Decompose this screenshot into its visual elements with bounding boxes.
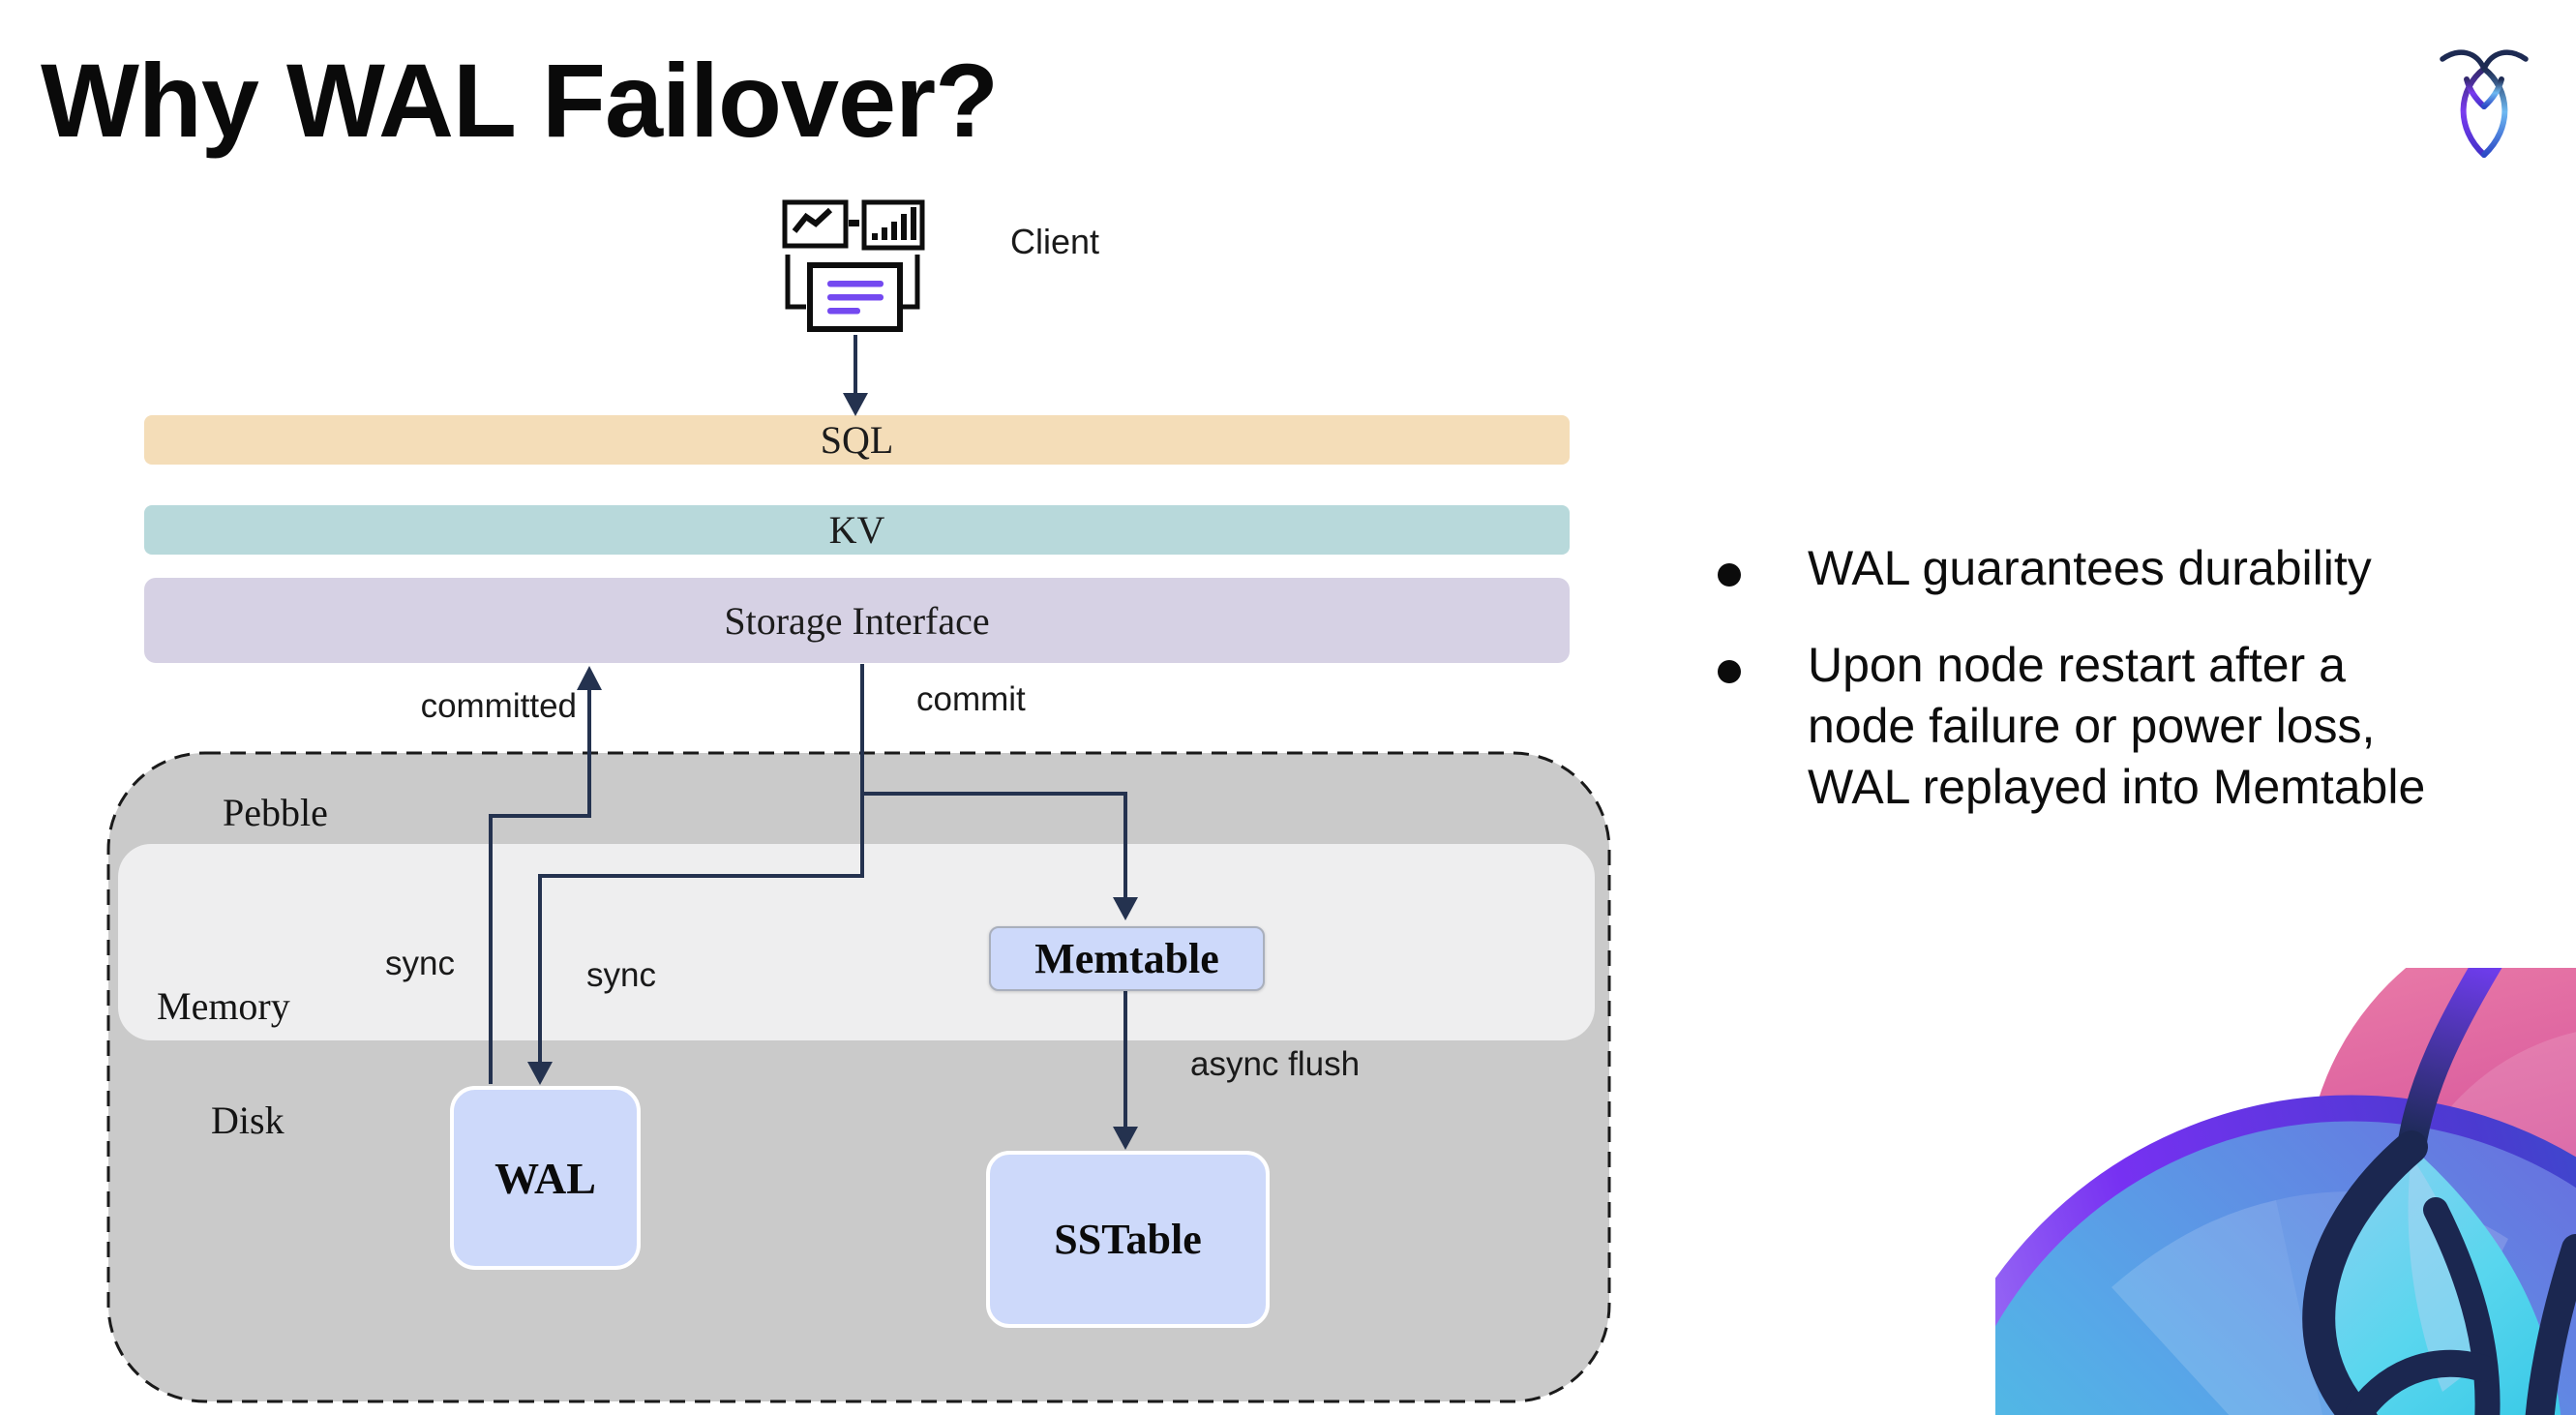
sstable-node: SSTable xyxy=(986,1151,1270,1328)
page-title: Why WAL Failover? xyxy=(41,42,999,159)
bullet-dot-icon xyxy=(1718,563,1741,587)
layer-storage-label: Storage Interface xyxy=(724,598,990,643)
sync-right-label: sync xyxy=(586,956,656,994)
memory-label: Memory xyxy=(157,984,290,1028)
bullet-item: Upon node restart after a node failure o… xyxy=(1718,635,2492,818)
committed-label: committed xyxy=(420,687,577,725)
sql-document-icon xyxy=(807,262,903,332)
layer-sql: SQL xyxy=(144,415,1570,465)
bullet-dot-icon xyxy=(1718,660,1741,683)
sstable-label: SSTable xyxy=(1054,1216,1202,1263)
async-flush-label: async flush xyxy=(1190,1045,1361,1083)
brand-decoration xyxy=(1995,968,2576,1415)
wal-label: WAL xyxy=(494,1153,596,1203)
dash-icon xyxy=(849,220,859,226)
cockroachdb-logo-icon xyxy=(2440,49,2529,158)
layer-kv: KV xyxy=(144,505,1570,555)
line-chart-icon xyxy=(782,199,849,249)
pebble-label: Pebble xyxy=(223,791,328,834)
layer-storage-interface: Storage Interface xyxy=(144,578,1570,663)
layer-sql-label: SQL xyxy=(820,418,894,462)
terminal-brackets-icon xyxy=(785,255,920,310)
arrowhead-down-icon xyxy=(843,393,868,416)
memory-zone xyxy=(118,844,1595,1040)
wal-node: WAL xyxy=(450,1086,641,1270)
memtable-label: Memtable xyxy=(1034,935,1219,982)
bullet-text: WAL guarantees durability xyxy=(1808,541,2372,595)
arrowhead-up-icon xyxy=(577,666,602,690)
layer-kv-label: KV xyxy=(828,508,885,552)
sync-left-label: sync xyxy=(385,945,455,982)
bullet-text: Upon node restart after a node failure o… xyxy=(1808,638,2426,814)
bullet-item: WAL guarantees durability xyxy=(1718,538,2492,599)
commit-label: commit xyxy=(916,680,1026,718)
client-icon xyxy=(782,199,925,332)
memtable-node: Memtable xyxy=(989,926,1265,991)
disk-label: Disk xyxy=(211,1099,285,1142)
client-label: Client xyxy=(1010,222,1100,261)
bar-chart-icon xyxy=(861,199,925,251)
